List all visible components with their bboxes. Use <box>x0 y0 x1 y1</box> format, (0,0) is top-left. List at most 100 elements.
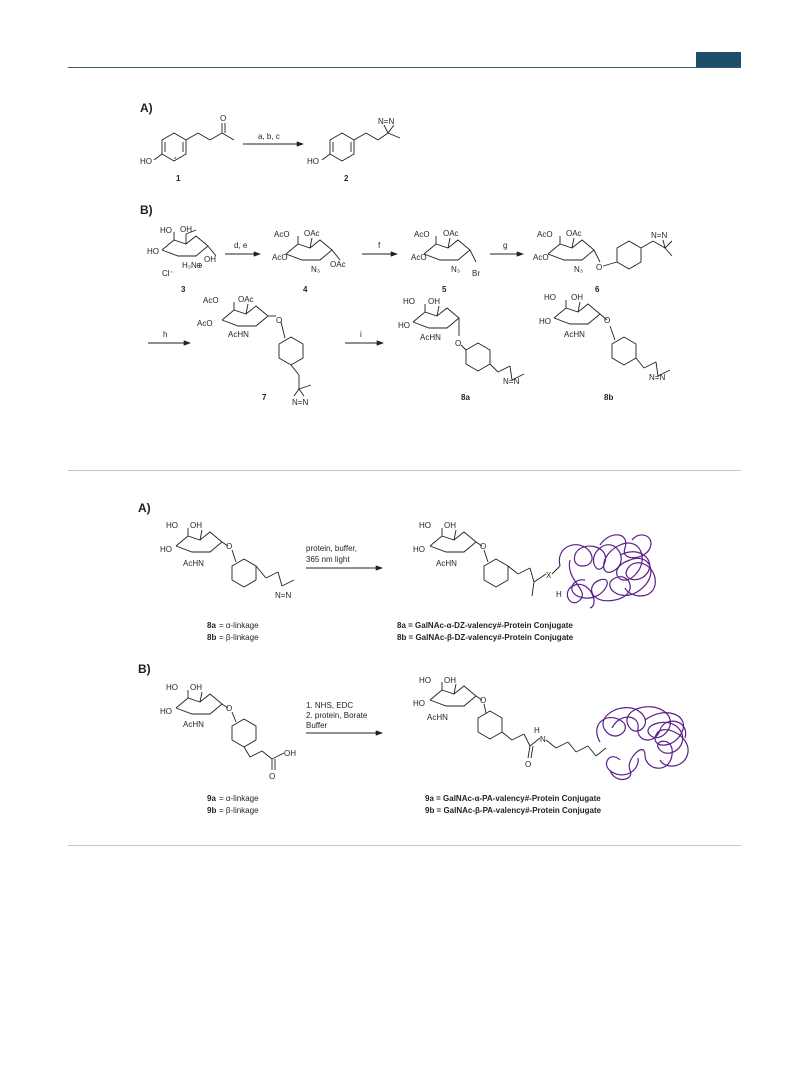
c6-nn: N=N <box>651 231 667 240</box>
s2b-p-n: N <box>540 735 546 744</box>
scheme2-part-a: A) HO OH HO AcHN O N=N 8a = α-linkage 8b… <box>138 501 656 642</box>
header-accent-tab <box>696 52 741 67</box>
reagent-protein-buffer: protein, buffer, <box>306 544 357 553</box>
s2b-p-ho-top: HO <box>419 676 431 685</box>
s2a-ho-top: HO <box>166 521 178 530</box>
s2a-ho-mid: HO <box>160 545 172 554</box>
compound-5-structure <box>423 236 477 263</box>
c8a-o: O <box>455 339 461 348</box>
compound-8b-structure <box>553 300 671 377</box>
figure-separator-2 <box>68 845 741 846</box>
s2b-p-ho-mid: HO <box>413 699 425 708</box>
c7-o: O <box>276 316 282 325</box>
c3-oh-right: OH <box>204 255 216 264</box>
def-8b-cmp: 8b <box>207 633 216 642</box>
protein-cartoon-1 <box>558 534 656 609</box>
reagent-protein-borate: 2. protein, Borate <box>306 711 368 720</box>
c5-n3: N₃ <box>451 265 460 274</box>
c5-aco-top: AcO <box>414 230 430 239</box>
def-9a-text: = α-linkage <box>219 794 259 803</box>
compound-7-label: 7 <box>262 393 267 402</box>
s2b-p-o: O <box>480 696 486 705</box>
c8a-nn: N=N <box>503 377 519 386</box>
c8b-ho-top: HO <box>544 293 556 302</box>
def-8a-cmp: 8a <box>207 621 216 630</box>
s2a-nn: N=N <box>275 591 291 600</box>
scheme1-part-b: B) HO OH HO OH H₃N ⊕ Cl⁻ 3 d, e AcO OAc … <box>140 203 673 407</box>
compound-5-label: 5 <box>442 285 447 294</box>
c3-oh-top: OH <box>180 225 192 234</box>
c6-o: O <box>596 263 602 272</box>
s2a-o: O <box>226 542 232 551</box>
c6-aco-top: AcO <box>537 230 553 239</box>
product-8a-text: 8a = GalNAc-α-DZ-valency#-Protein Conjug… <box>397 621 573 630</box>
reagents-i: i <box>360 330 362 339</box>
s2b-acid-o: O <box>269 772 275 781</box>
s2b-ho-top: HO <box>166 683 178 692</box>
c8a-oh-top: OH <box>428 297 440 306</box>
c4-oac-right: OAc <box>330 260 346 269</box>
s2a-p-ho-top: HO <box>419 521 431 530</box>
c7-aco-top: AcO <box>203 296 219 305</box>
c8a-ho-mid: HO <box>398 321 410 330</box>
s2b-p-h: H <box>534 726 540 735</box>
s2b-p-oh-top: OH <box>444 676 456 685</box>
c5-oac-top: OAc <box>443 229 459 238</box>
reagents-f: f <box>378 241 381 250</box>
c8b-o: O <box>604 316 610 325</box>
c8a-achn: AcHN <box>420 333 441 342</box>
scheme1-b-label: B) <box>140 203 153 217</box>
scheme2-b-label: B) <box>138 662 151 676</box>
def-8b-text: = β-linkage <box>219 633 259 642</box>
c1-o: O <box>220 114 226 123</box>
s2a-p-o: O <box>480 542 486 551</box>
c8a-ho-top: HO <box>403 297 415 306</box>
c5-aco-mid: AcO <box>411 253 427 262</box>
s2b-oh-top: OH <box>190 683 202 692</box>
c8b-ho-mid: HO <box>539 317 551 326</box>
reagents-g: g <box>503 241 507 250</box>
compound-8a-structure <box>412 304 525 381</box>
compound-8a-label: 8a <box>461 393 470 402</box>
compound-6-label: 6 <box>595 285 600 294</box>
c6-n3: N₃ <box>574 265 583 274</box>
reagent-nhs-edc: 1. NHS, EDC <box>306 701 353 710</box>
c3-plus: ⊕ <box>196 261 203 270</box>
figure-separator-1 <box>68 470 741 471</box>
compound-3-label: 3 <box>181 285 186 294</box>
s2a-p-oh-top: OH <box>444 521 456 530</box>
def-9b-cmp: 9b <box>207 806 216 815</box>
c3-cl: Cl⁻ <box>162 269 174 278</box>
scheme1-part-a: A) HO O 1 a, b, c <box>140 101 401 183</box>
compound-8b-label: 8b <box>604 393 613 402</box>
compound-4-label: 4 <box>303 285 308 294</box>
s2a-oh-top: OH <box>190 521 202 530</box>
c8b-nn: N=N <box>649 373 665 382</box>
compound-1-label: 1 <box>176 174 181 183</box>
product-9a-text: 9a = GalNAc-α-PA-valency#-Protein Conjug… <box>425 794 601 803</box>
compound-7-structure <box>221 302 312 397</box>
c7-achn: AcHN <box>228 330 249 339</box>
s2a-achn: AcHN <box>183 559 204 568</box>
def-9a-cmp: 9a <box>207 794 216 803</box>
s2a-p-achn: AcHN <box>436 559 457 568</box>
propanoic-acid-sugar-structure <box>175 690 285 770</box>
c3-h3n: H₃N <box>182 261 197 270</box>
s2b-p-carbonyl-o: O <box>525 760 531 769</box>
c3-ho-mid: HO <box>147 247 159 256</box>
reagent-buffer: Buffer <box>306 721 328 730</box>
s2b-o: O <box>226 704 232 713</box>
compound-2-structure <box>321 124 401 162</box>
c7-aco-mid: AcO <box>197 319 213 328</box>
c3-ho-top: HO <box>160 226 172 235</box>
pa-conjugate-structure <box>429 682 607 759</box>
compound-3-structure <box>161 229 217 257</box>
product-8b-text: 8b = GalNAc-β-DZ-valency#-Protein Conjug… <box>397 633 574 642</box>
compound-1-structure <box>153 123 235 162</box>
s2b-achn: AcHN <box>183 720 204 729</box>
compound-4-structure <box>285 236 341 261</box>
diazirine-sugar-structure <box>175 528 295 588</box>
dz-conjugate-structure <box>429 528 561 597</box>
c5-br: Br <box>472 269 480 278</box>
